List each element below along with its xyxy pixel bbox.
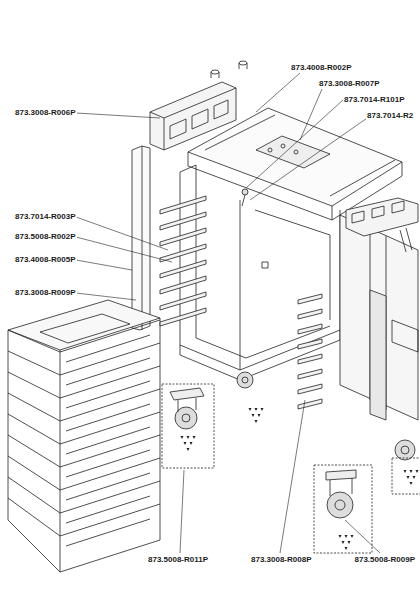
drawer-slide	[298, 324, 322, 334]
leader-line	[76, 73, 380, 553]
screw	[339, 535, 342, 538]
part-number: 873.5008-R011P	[147, 555, 209, 565]
drawer-slide	[298, 294, 322, 304]
drawer-unit	[8, 300, 160, 572]
screw	[255, 420, 258, 423]
drawer-front	[60, 481, 160, 523]
part-number: 873.5008-R009P	[354, 555, 417, 565]
lock	[242, 189, 248, 206]
drawer-slide	[298, 369, 322, 379]
part-number: 873.7014-R101P	[343, 95, 406, 105]
caster-box	[162, 384, 420, 553]
drawer-edge	[8, 372, 60, 398]
drawer-slide	[298, 309, 322, 319]
drawer-slide	[160, 212, 206, 230]
screw	[193, 436, 196, 439]
drawer-front	[60, 343, 160, 385]
screw	[342, 541, 345, 544]
drawer-front	[60, 320, 160, 362]
screw	[258, 414, 261, 417]
drawer-slide	[160, 276, 206, 294]
drawer-slide	[160, 228, 206, 246]
drawer-edge	[8, 351, 60, 375]
screw	[345, 547, 348, 550]
drawer-slides	[160, 196, 322, 409]
part-number: 873.5008-R002P	[14, 232, 77, 242]
worktop	[188, 108, 402, 220]
drawer-slide	[160, 196, 206, 214]
drawer-slide	[298, 399, 322, 409]
part-number: 873.3008-R008P	[250, 555, 313, 565]
drawer-edge	[8, 456, 60, 490]
screw	[407, 476, 410, 479]
screw	[252, 414, 255, 417]
caster	[237, 372, 415, 460]
drawer-front	[60, 389, 160, 431]
part-number: 873.7014-R2	[366, 111, 414, 121]
screw	[348, 541, 351, 544]
drawer-slide	[160, 244, 206, 262]
screw	[261, 408, 264, 411]
drawer-front	[60, 435, 160, 477]
drawer-front	[60, 412, 160, 454]
drawer-slide	[160, 308, 206, 326]
drawer-edge	[8, 435, 60, 467]
drawer-front	[60, 504, 160, 546]
part-number: 873.3008-R007P	[318, 79, 381, 89]
drawer-slide	[298, 339, 322, 349]
screw	[181, 436, 184, 439]
drawer-front	[60, 458, 160, 500]
pegboard-panel	[340, 215, 418, 420]
drawer-slide	[298, 354, 322, 364]
side-handle	[346, 198, 418, 252]
drawer-slide	[298, 384, 322, 394]
drawer-front	[60, 366, 160, 408]
drawer-slide	[160, 292, 206, 310]
screw	[416, 470, 419, 473]
screw	[255, 408, 258, 411]
drawer-edge	[8, 330, 60, 352]
drawer-edge	[8, 393, 60, 421]
screw	[249, 408, 252, 411]
screw	[181, 408, 419, 550]
screw	[413, 476, 416, 479]
screw	[345, 535, 348, 538]
drawer-slide	[160, 260, 206, 278]
screw	[404, 470, 407, 473]
drawer-edge	[8, 498, 60, 536]
caster	[170, 388, 356, 518]
drawer-edge	[8, 477, 60, 513]
part-number: 873.3008-R006P	[14, 108, 77, 118]
part-number: 873.7014-R003P	[14, 212, 77, 222]
part-number: 873.4008-R005P	[14, 255, 77, 265]
part-number: 873.3008-R009P	[14, 288, 77, 298]
screw	[187, 448, 190, 451]
screw	[410, 470, 413, 473]
screw	[410, 482, 413, 485]
screw	[184, 442, 187, 445]
screw	[190, 442, 193, 445]
drawer-fronts	[8, 320, 160, 546]
part-number: 873.4008-R002P	[290, 63, 353, 73]
screw	[351, 535, 354, 538]
screw	[187, 436, 190, 439]
